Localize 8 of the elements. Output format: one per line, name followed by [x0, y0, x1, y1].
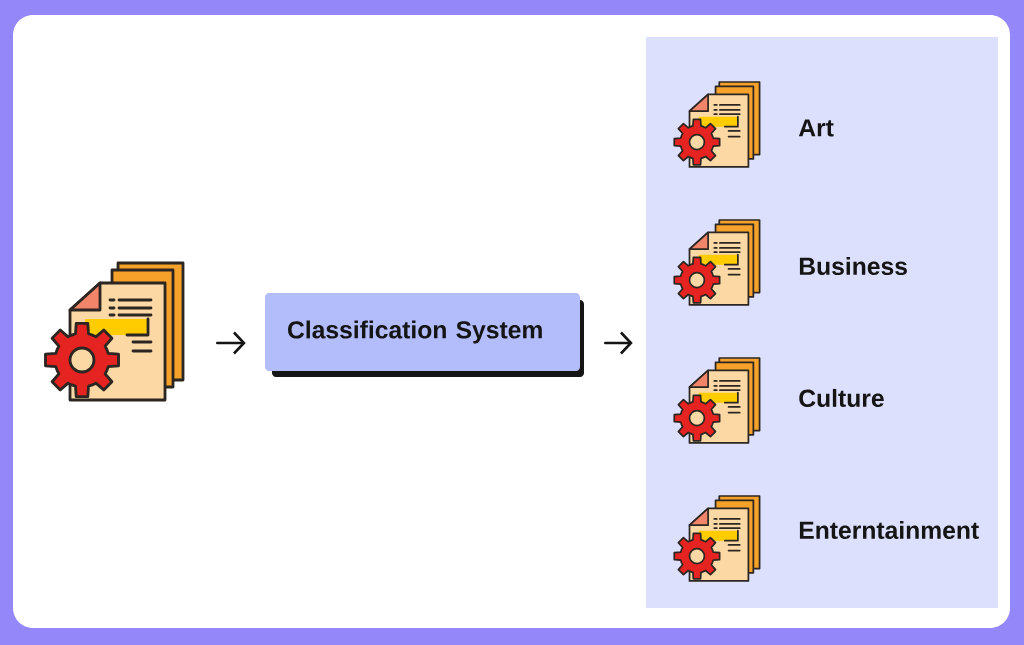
category-label: Art [798, 119, 834, 137]
category-label: Business [799, 256, 907, 276]
category-label: Culture [799, 388, 884, 408]
process-box: Classification System [265, 293, 584, 377]
arrow [604, 331, 633, 355]
arrow [216, 331, 246, 355]
category-label: Enterntainment [799, 520, 979, 540]
document-gear-icon [44, 261, 185, 402]
